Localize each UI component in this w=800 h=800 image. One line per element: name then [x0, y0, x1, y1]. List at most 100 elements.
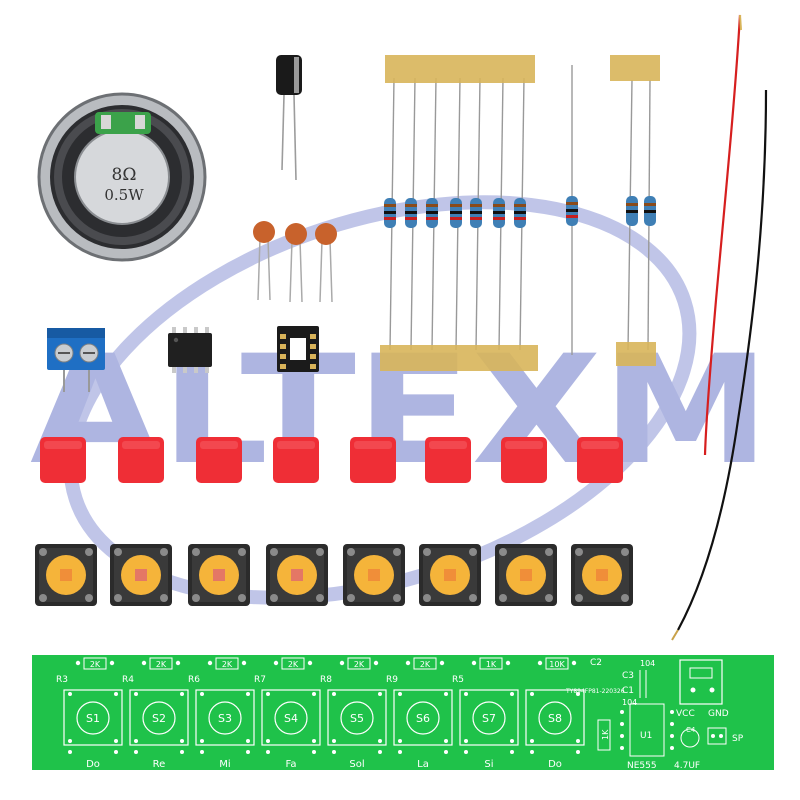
tactile-switch — [266, 544, 328, 606]
pcb-label-gnd: GND — [708, 709, 729, 719]
tactile-switch — [35, 544, 97, 606]
pcb-resistor-value: 10K — [549, 660, 565, 669]
tactile-switch — [495, 544, 557, 606]
pcb-label-c3: C3 — [622, 671, 634, 681]
tactile-switch — [343, 544, 405, 606]
pcb-label-vcc: VCC — [676, 709, 695, 719]
pcb-label-u1: U1 — [640, 731, 652, 741]
tactile-switch — [110, 544, 172, 606]
socket-contact — [280, 364, 286, 369]
pcb-note-label: La — [417, 759, 429, 770]
socket-contact — [280, 334, 286, 339]
socket-contact — [310, 334, 316, 339]
pcb-resistor-value: 1K — [486, 660, 497, 669]
resistor-strip — [380, 55, 538, 371]
capacitor-lead — [281, 94, 285, 171]
pcb-note-label: Re — [153, 759, 166, 770]
ic-pin — [194, 365, 198, 373]
pcb-ref-label: R8 — [320, 675, 332, 685]
red-button-cap — [577, 437, 623, 483]
red-button-cap — [40, 437, 86, 483]
pcb-resistor-value: 2K — [288, 660, 299, 669]
red-button-cap — [196, 437, 242, 483]
red-button-cap — [501, 437, 547, 483]
speaker-solder-tab — [135, 115, 145, 129]
pcb-note-label: Do — [86, 759, 100, 770]
resistor-pair — [610, 55, 660, 366]
pcb-label-104-bottom: 104 — [622, 698, 637, 707]
speaker-solder-tab — [101, 115, 111, 129]
red-button-cap — [118, 437, 164, 483]
pcb-power-section: C2 TY894FP81-220326 C3 C1 104 104 1K U1 … — [565, 658, 744, 771]
pcb-board: R32KS1DoR42KS2ReR62KS3MiR72KS4FaR82KS5So… — [32, 655, 774, 771]
resistor-tape-bottom — [380, 345, 538, 371]
tactile-switch — [571, 544, 633, 606]
ic-pin — [194, 327, 198, 335]
socket-contact — [310, 354, 316, 359]
socket-contact — [310, 344, 316, 349]
speaker-ohms: 8Ω — [112, 165, 137, 185]
pcb-switch-label: S7 — [482, 712, 496, 725]
black-wire — [677, 89, 768, 631]
pcb-label-104-top: 104 — [640, 659, 655, 668]
red-button-cap — [273, 437, 319, 483]
pcb-switch-label: S1 — [86, 712, 100, 725]
tactile-switch — [188, 544, 250, 606]
speaker: 8Ω 0.5W — [37, 92, 207, 262]
pcb-note-label: Do — [548, 759, 562, 770]
pcb-switch-label: S4 — [284, 712, 298, 725]
ic-chip — [168, 327, 212, 373]
ic-body — [168, 333, 212, 367]
red-wire — [703, 14, 742, 456]
pcb-note-label: Fa — [286, 759, 297, 770]
ic-pin — [183, 327, 187, 335]
ic-pin — [205, 327, 209, 335]
resistor — [514, 198, 526, 228]
resistor — [450, 198, 462, 228]
ceramic-capacitor — [315, 223, 337, 303]
pcb-note-label: Mi — [219, 759, 230, 770]
pcb-ref-label: R7 — [254, 675, 266, 685]
pcb-resistor-value: 2K — [354, 660, 365, 669]
electrolytic-capacitor — [276, 55, 302, 181]
pcb-resistor-value: 2K — [222, 660, 233, 669]
button-caps — [40, 437, 623, 483]
resistor — [426, 198, 438, 228]
socket-contact — [310, 364, 316, 369]
pcb-resistor-value: 2K — [156, 660, 167, 669]
pcb-note-label: Si — [484, 759, 493, 770]
capacitor-lead — [293, 94, 297, 181]
pcb-label-c4: C4 — [686, 726, 696, 734]
pcb-ref-label: R5 — [452, 675, 464, 685]
socket-contact — [280, 354, 286, 359]
pcb-label-r1: 1K — [601, 729, 610, 740]
pcb-label-sp: SP — [732, 734, 744, 744]
resistor — [405, 198, 417, 228]
ic-socket — [277, 326, 319, 372]
resistor — [384, 198, 396, 228]
ic-pin — [205, 365, 209, 373]
socket-contact — [280, 344, 286, 349]
ceramic-capacitor — [253, 221, 275, 301]
ic-pin — [172, 365, 176, 373]
red-button-cap — [350, 437, 396, 483]
screw-terminal — [47, 328, 105, 392]
pcb-resistor-value: 2K — [420, 660, 431, 669]
red-button-cap — [425, 437, 471, 483]
pcb-switch-label: S5 — [350, 712, 364, 725]
pcb-switch-label: S2 — [152, 712, 166, 725]
resistor — [493, 198, 505, 228]
wires — [671, 14, 768, 641]
pcb-label-c2: C2 — [590, 658, 602, 668]
tactile-switch — [419, 544, 481, 606]
pcb-ref-label: R6 — [188, 675, 200, 685]
